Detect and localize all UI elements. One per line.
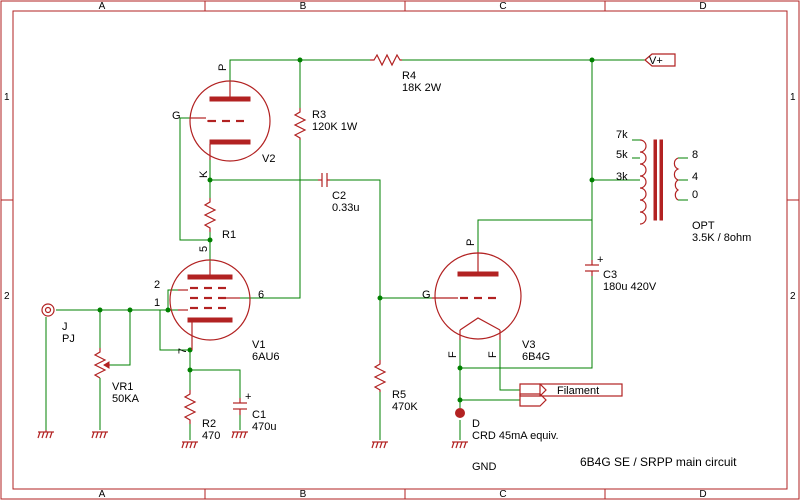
r3-ref: R3 bbox=[312, 109, 326, 121]
tube-v2 bbox=[189, 80, 271, 162]
capacitor-c1: + bbox=[233, 391, 251, 415]
zone-top-a: A bbox=[99, 1, 106, 12]
ground-icon bbox=[181, 441, 198, 449]
v3-pin-p: P bbox=[465, 239, 477, 246]
ground-icon bbox=[451, 441, 468, 449]
jack-ref: J bbox=[62, 321, 68, 333]
v3-value: 6B4G bbox=[522, 351, 550, 363]
page-title: 6B4G SE / SRPP main circuit bbox=[580, 455, 737, 469]
v2-pin-p: P bbox=[217, 64, 229, 71]
v1-pin-5: 5 bbox=[198, 246, 210, 252]
zone-bottom-c: C bbox=[499, 489, 506, 500]
ground-icon bbox=[91, 431, 108, 439]
diode-ref: D bbox=[472, 418, 480, 430]
c1-value: 470u bbox=[252, 421, 276, 433]
zone-right-1: 1 bbox=[790, 92, 796, 103]
zone-top-d: D bbox=[699, 1, 706, 12]
filament-label: Filament bbox=[557, 385, 599, 397]
zone-bottom-d: D bbox=[699, 489, 706, 500]
c2-value: 0.33u bbox=[332, 202, 360, 214]
vplus-label: V+ bbox=[649, 55, 663, 67]
r3-value: 120K 1W bbox=[312, 121, 358, 133]
opt-tap-8: 8 bbox=[692, 149, 698, 161]
v1-pin-1: 1 bbox=[154, 297, 160, 309]
v1-pin-2: 2 bbox=[154, 279, 160, 291]
opt-tap-5k: 5k bbox=[616, 149, 628, 161]
r5-ref: R5 bbox=[392, 389, 406, 401]
v1-pin-7: 7 bbox=[177, 348, 189, 354]
resistor-r1 bbox=[203, 198, 217, 232]
opt-tap-0: 0 bbox=[692, 189, 698, 201]
c3-value: 180u 420V bbox=[603, 281, 657, 293]
ground-symbols bbox=[37, 430, 468, 449]
v1-ref: V1 bbox=[252, 339, 265, 351]
ground-icon bbox=[371, 441, 388, 449]
zone-top-c: C bbox=[499, 1, 506, 12]
v3-pin-f2: F bbox=[487, 351, 499, 358]
capacitor-c2 bbox=[318, 173, 330, 187]
vr1-value: 50KA bbox=[112, 393, 140, 405]
jack-j bbox=[41, 303, 55, 317]
v3-pin-g: G bbox=[422, 289, 431, 301]
junction-dots bbox=[97, 57, 595, 403]
resistor-r2 bbox=[183, 390, 197, 424]
zone-top-b: B bbox=[300, 1, 307, 12]
jack-value: PJ bbox=[62, 333, 75, 345]
svg-text:+: + bbox=[245, 391, 251, 403]
v1-pin-6: 6 bbox=[258, 289, 264, 301]
r2-value: 470 bbox=[202, 430, 220, 442]
r5-value: 470K bbox=[392, 401, 418, 413]
v1-value: 6AU6 bbox=[252, 351, 280, 363]
v2-pin-k: K bbox=[198, 170, 210, 178]
tube-v1 bbox=[169, 259, 251, 350]
v3-pin-f1: F bbox=[447, 351, 459, 358]
r4-ref: R4 bbox=[402, 70, 416, 82]
resistor-r3 bbox=[293, 108, 307, 140]
transformer-opt bbox=[639, 139, 680, 225]
resistor-r5 bbox=[373, 360, 387, 392]
v3-ref: V3 bbox=[522, 339, 535, 351]
zone-bottom-b: B bbox=[300, 489, 307, 500]
r2-ref: R2 bbox=[202, 418, 216, 430]
vplus-port bbox=[644, 53, 676, 67]
opt-tap-4: 4 bbox=[692, 171, 698, 183]
opt-ref: OPT bbox=[692, 220, 715, 232]
opt-tap-3k: 3k bbox=[616, 171, 628, 183]
vr1-ref: VR1 bbox=[112, 381, 133, 393]
zone-bottom-a: A bbox=[99, 489, 106, 500]
zone-left-2: 2 bbox=[4, 291, 10, 302]
r1-ref: R1 bbox=[222, 229, 236, 241]
filament-port bbox=[519, 383, 623, 407]
gnd-label: GND bbox=[472, 461, 497, 473]
r4-value: 18K 2W bbox=[402, 82, 442, 94]
zone-left-1: 1 bbox=[4, 92, 10, 103]
potentiometer-vr1 bbox=[93, 348, 110, 379]
diode-d bbox=[455, 408, 465, 418]
diode-value: CRD 45mA equiv. bbox=[472, 430, 559, 442]
zone-right-2: 2 bbox=[790, 291, 796, 302]
c2-ref: C2 bbox=[332, 190, 346, 202]
capacitor-c3: + bbox=[585, 254, 603, 276]
ground-icon bbox=[231, 431, 248, 439]
resistor-r4 bbox=[370, 53, 402, 67]
v2-pin-g: G bbox=[172, 110, 181, 122]
opt-value: 3.5K / 8ohm bbox=[692, 232, 751, 244]
tube-v3 bbox=[432, 252, 522, 340]
c3-ref: C3 bbox=[603, 269, 617, 281]
opt-tap-7k: 7k bbox=[616, 129, 628, 141]
ground-icon bbox=[37, 430, 54, 439]
v2-ref: V2 bbox=[262, 153, 275, 165]
c1-ref: C1 bbox=[252, 409, 266, 421]
svg-text:+: + bbox=[597, 254, 603, 266]
wires bbox=[45, 59, 688, 440]
